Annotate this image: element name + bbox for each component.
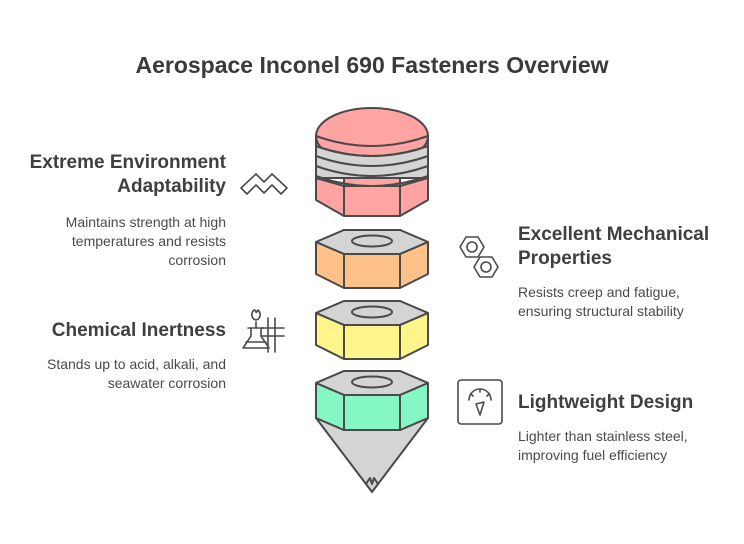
nut-orange xyxy=(315,229,429,289)
hex-nuts-icon xyxy=(459,236,499,278)
nut-green xyxy=(315,370,429,431)
chemistry-icon xyxy=(242,309,285,353)
nut-yellow xyxy=(315,300,429,360)
lightweight-design-description: Lighter than stainless steel, improving … xyxy=(518,428,688,463)
mountains-icon xyxy=(240,173,288,195)
lightweight-design-title: Lightweight Design xyxy=(518,392,694,413)
extreme-environment-title: Extreme Environment Adaptability xyxy=(29,152,226,197)
chemical-inertness-title: Chemical Inertness xyxy=(51,320,226,341)
extreme-environment-description: Maintains strength at high temperatures … xyxy=(65,214,226,268)
mechanical-properties-description: Resists creep and fatigue, ensuring stru… xyxy=(518,284,684,319)
chemical-inertness-description: Stands up to acid, alkali, and seawater … xyxy=(46,356,226,391)
bolt-head xyxy=(315,107,429,217)
mechanical-properties-title: Excellent Mechanical Properties xyxy=(518,224,710,269)
page-title: Aerospace Inconel 690 Fasteners Overview xyxy=(135,52,609,78)
scale-icon xyxy=(457,379,503,425)
